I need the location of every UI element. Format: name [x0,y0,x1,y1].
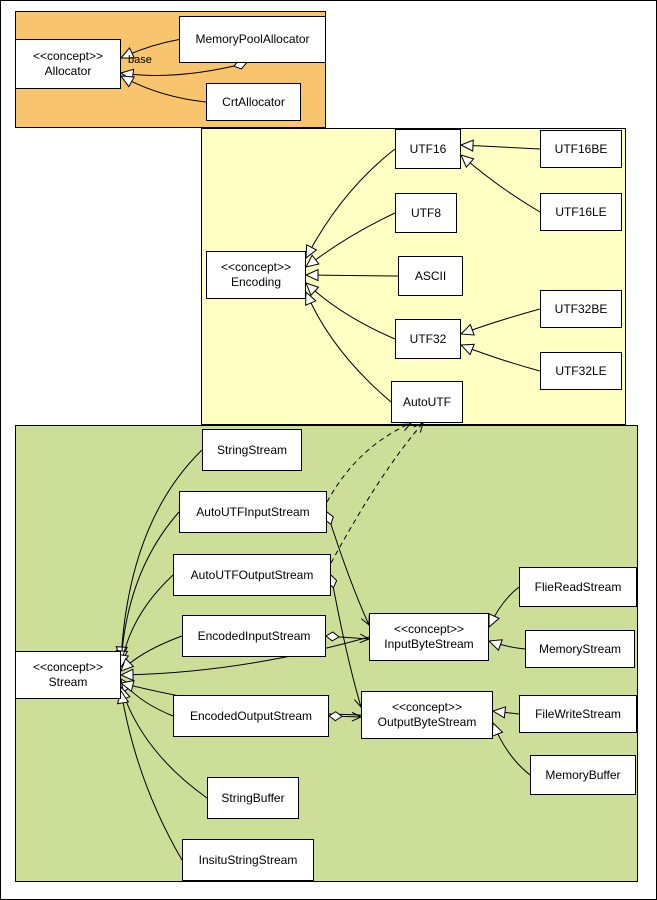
arrowhead-triangle [459,139,474,152]
node-label: UTF32 [409,331,447,346]
node-encodedInputStream: EncodedInputStream [182,615,326,657]
arrowhead-triangle [119,679,135,693]
node-label: UTF32LE [555,363,607,378]
node-label: UTF8 [411,205,441,220]
node-label: MemoryStream [538,641,621,656]
arrowhead-triangle [459,343,475,356]
edge-insituStringStream-to-stream [120,690,183,861]
node-utf32be: UTF32BE [540,290,622,328]
node-label: <<concept>> [32,49,104,63]
node-label: UTF32BE [554,301,608,316]
node-label: UTF16LE [555,204,607,219]
node-memoryStream: MemoryStream [525,630,635,668]
node-label: <<concept>> [393,622,465,636]
edge-utf8-to-encoding [305,212,396,268]
node-label: FlieReadStream [534,579,622,594]
node-utf16: UTF16 [395,129,461,169]
arrowhead-triangle [119,668,134,682]
node-outputByteStream: <<concept>>OutputByteStream [361,691,493,739]
node-flieReadStream: FlieReadStream [519,567,637,607]
node-label: <<concept>> [220,260,292,274]
node-label: InsituStringStream [198,852,298,867]
edge-stringStream-to-stream [120,449,203,660]
node-stream: <<concept>>Stream [15,651,121,699]
node-utf32le: UTF32LE [540,352,622,390]
arrowhead-vee [413,422,424,433]
node-label: FileWriteStream [535,706,621,721]
arrowhead-triangle [304,268,319,282]
node-encoding: <<concept>>Encoding [206,251,306,299]
edge-label-base: base [128,54,152,66]
arrowhead-triangle [487,639,503,652]
node-utf16le: UTF16LE [540,193,622,231]
arrowhead-triangle [119,47,135,59]
node-label: UTF16BE [554,141,608,156]
node-allocator: <<concept>>Allocator [15,39,121,89]
node-label: StringStream [216,442,288,457]
edge-autoUTFInputStream-to-stream [120,511,180,664]
node-label: Allocator [44,64,92,78]
arrowhead-triangle [119,75,135,88]
node-stringBuffer: StringBuffer [207,777,299,819]
edge-ascii-to-encoding [305,274,399,277]
node-autoUTFOutputStream: AutoUTFOutputStream [173,554,331,596]
node-label: <<concept>> [391,700,463,714]
node-label: Encoding [230,275,282,289]
node-label: Stream [48,675,88,689]
edge-autoUTFOutputStream-to-autoutf [330,422,424,564]
edge-autoutf-to-encoding [305,291,392,403]
node-utf16be: UTF16BE [540,130,622,168]
edge-autoUTFInputStream-to-autoutf [326,422,412,503]
edge-autoUTFOutputStream-to-stream [120,574,174,668]
node-label: EncodedInputStream [197,628,311,643]
node-utf8: UTF8 [395,193,457,233]
node-label: InputByteStream [384,637,474,651]
node-fileWriteStream: FileWriteStream [519,695,637,733]
node-label: AutoUTFOutputStream [190,567,314,582]
node-utf32: UTF32 [395,319,461,359]
node-label: OutputByteStream [377,715,477,729]
node-label: <<concept>> [32,660,104,674]
node-insituStringStream: InsituStringStream [182,839,314,881]
arrowhead-triangle [491,721,504,737]
edge-utf16le-to-utf16 [460,154,541,213]
node-ascii: ASCII [398,256,463,296]
node-label: StringBuffer [221,790,285,805]
arrowhead-triangle [305,282,320,297]
arrowhead-triangle [120,657,135,672]
edge-crtAllocator-to-allocator [120,75,207,103]
node-label: MemoryBuffer [545,767,621,782]
node-label: AutoUTFInputStream [196,504,310,519]
node-label: MemoryPoolAllocator [195,32,310,46]
edge-autoUTFOutputStream-to-outputByteStream [330,574,362,708]
arrowhead-triangle [305,244,318,260]
edge-memoryPoolAllocator-to-allocator [120,62,247,76]
arrowhead-triangle [491,706,507,719]
node-label: CrtAllocator [222,94,285,109]
aggregation-diamond [325,631,340,642]
aggregation-diamond [328,711,343,722]
arrowhead-triangle [488,613,500,629]
node-label: EncodedOutputStream [189,708,313,723]
node-memoryPoolAllocator: MemoryPoolAllocator [179,16,326,63]
node-memoryBuffer: MemoryBuffer [530,755,636,795]
node-autoUTFInputStream: AutoUTFInputStream [179,491,327,533]
node-label: AutoUTF [402,394,451,409]
node-label: ASCII [414,268,447,283]
arrowhead-triangle [305,254,320,268]
node-autoutf: AutoUTF [391,381,463,423]
edge-utf16-to-encoding [305,148,396,259]
node-inputByteStream: <<concept>>InputByteStream [369,613,489,661]
node-crtAllocator: CrtAllocator [206,83,301,121]
arrowhead-triangle [460,154,475,168]
edge-utf32-to-encoding [305,282,396,340]
arrowhead-triangle [459,323,475,336]
node-stringStream: StringStream [202,429,302,471]
node-label: UTF16 [409,141,447,156]
node-encodedOutputStream: EncodedOutputStream [173,695,329,737]
edge-inputByteStream-to-stream [120,636,370,676]
edge-autoUTFInputStream-to-inputByteStream [326,511,370,626]
